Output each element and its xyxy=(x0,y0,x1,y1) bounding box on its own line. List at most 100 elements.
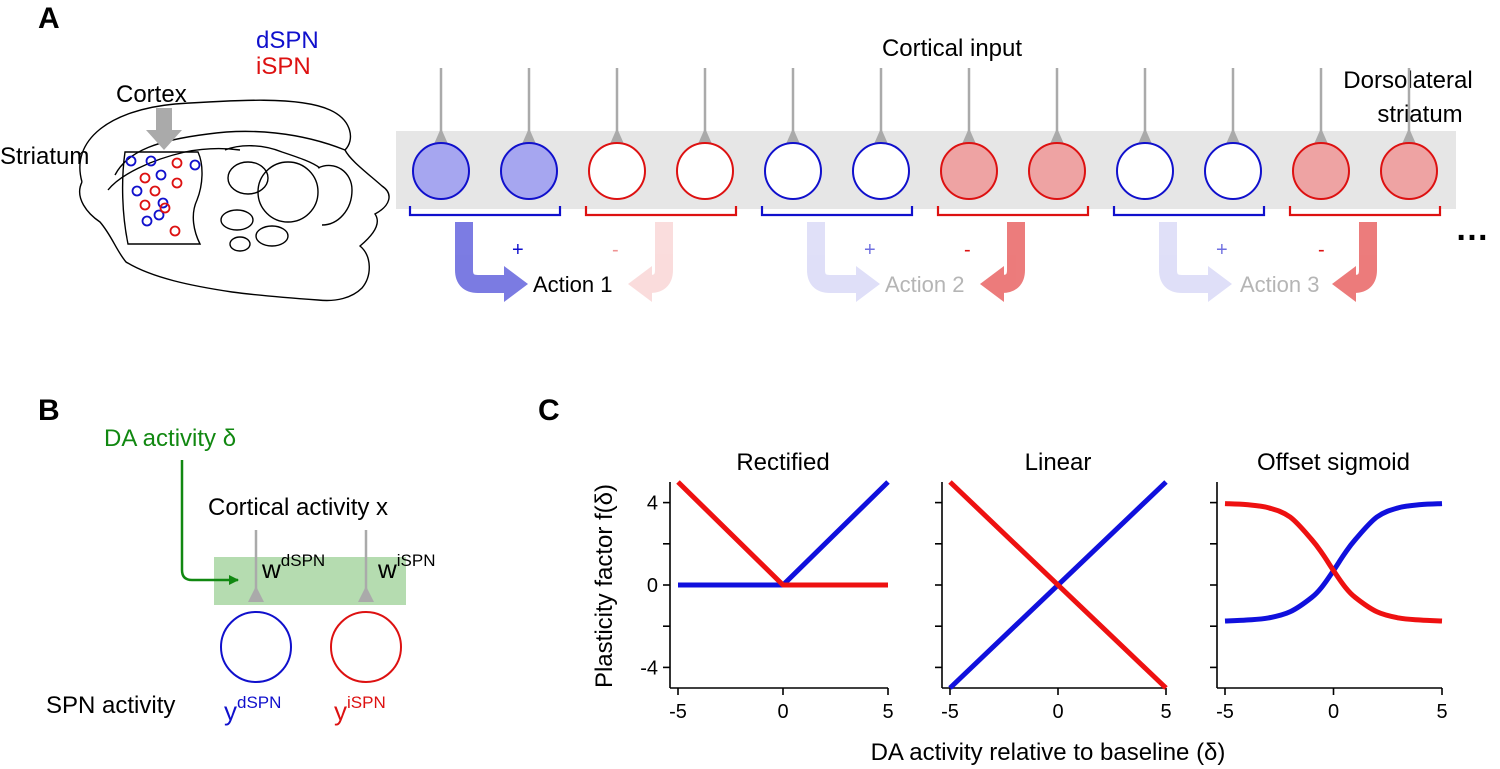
ispn-neuron xyxy=(1380,142,1438,200)
direct-pathway-arrow xyxy=(807,222,880,302)
da-projection-arrow xyxy=(180,460,239,585)
panel-b: B DA activity δ Cortical activity x wdSP… xyxy=(38,394,436,726)
synapse-terminal xyxy=(1402,128,1416,144)
synapse-terminal xyxy=(962,128,976,144)
panel-a-label: A xyxy=(38,2,60,35)
ispn-neuron xyxy=(330,611,402,683)
action-arrows: Action 1+-Action 2+-Action 3+- xyxy=(455,222,1377,302)
direct-pathway-arrow xyxy=(1159,222,1232,302)
indirect-pathway-arrow xyxy=(1332,222,1377,302)
y-tick-label: 4 xyxy=(647,493,658,515)
synapse-terminal xyxy=(874,128,888,144)
dspn-neuron xyxy=(500,142,558,200)
ispn-group-bracket xyxy=(1288,206,1442,217)
x-axis-label: DA activity relative to baseline (δ) xyxy=(871,739,1226,766)
cortex-down-arrow xyxy=(146,108,182,150)
dspn-neuron xyxy=(1116,142,1174,200)
striatum-band xyxy=(396,131,1456,209)
synapse-terminal xyxy=(1226,128,1240,144)
x-tick-label: 5 xyxy=(882,701,893,723)
striatum-dots xyxy=(125,155,201,237)
panel-a: A dSPN iSPN Cortex Striatum xyxy=(0,2,1489,302)
dspn-group-bracket xyxy=(760,206,914,217)
x-tick-label: -5 xyxy=(941,701,959,723)
red-series-line xyxy=(676,480,888,588)
dspn-neuron xyxy=(1204,142,1262,200)
synapse-terminal xyxy=(1138,128,1152,144)
chart-title: Rectified xyxy=(736,449,829,476)
weight-dspn: wdSPN xyxy=(261,551,325,584)
x-tick-label: 0 xyxy=(777,701,788,723)
synapse-terminal xyxy=(1050,128,1064,144)
cortical-activity-label: Cortical activity x xyxy=(208,494,388,521)
y-tick-label: -4 xyxy=(640,657,658,679)
minus-sign: - xyxy=(1318,239,1325,261)
synapse-terminal xyxy=(610,128,624,144)
dspn-group-bracket xyxy=(408,206,562,217)
panel-b-label: B xyxy=(38,394,60,427)
dspn-neuron xyxy=(764,142,822,200)
action-label: Action 1 xyxy=(533,272,613,297)
x-tick-label: 0 xyxy=(1052,701,1063,723)
legend-ispn: iSPN xyxy=(256,53,311,80)
ispn-neuron xyxy=(1292,142,1350,200)
plus-sign: + xyxy=(864,239,876,261)
dspn-neuron xyxy=(412,142,470,200)
spn-activity-label: SPN activity xyxy=(46,692,175,719)
panel-c-label: C xyxy=(538,394,560,427)
cortex-label: Cortex xyxy=(116,81,187,108)
ispn-group-bracket xyxy=(584,206,738,217)
synapse-terminal-2 xyxy=(358,586,374,602)
dspn-neuron xyxy=(220,611,292,683)
red-series-line xyxy=(1224,501,1443,624)
weight-ispn: wiSPN xyxy=(377,551,436,584)
chart-1: Rectified -5 0 5 -4 0 4 xyxy=(640,449,893,723)
blue-series-line xyxy=(678,480,890,588)
x-tick-label: 5 xyxy=(1160,701,1171,723)
x-tick-label: 5 xyxy=(1436,701,1447,723)
minus-sign: - xyxy=(964,239,971,261)
dspn-neuron xyxy=(852,142,910,200)
blue-series-line xyxy=(1224,501,1443,624)
panel-c: C Plasticity factor f(δ) DA activity rel… xyxy=(538,394,1448,766)
ispn-group-bracket xyxy=(936,206,1090,217)
chart-title: Offset sigmoid xyxy=(1257,449,1410,476)
synapse-terminal xyxy=(522,128,536,144)
x-tick-label: -5 xyxy=(669,701,687,723)
ispn-neuron xyxy=(676,142,734,200)
action-label: Action 2 xyxy=(885,272,965,297)
dspn-group-bracket xyxy=(1112,206,1266,217)
chart-2: Linear -5 0 5 xyxy=(935,449,1172,723)
brain-outline xyxy=(79,99,390,302)
legend-dspn: dSPN xyxy=(256,27,319,54)
synapse-band xyxy=(214,557,406,605)
ispn-neuron xyxy=(588,142,646,200)
region-label-line2: striatum xyxy=(1377,101,1462,128)
indirect-pathway-arrow xyxy=(628,222,673,302)
striatum-label: Striatum xyxy=(0,143,89,170)
synapse-terminal xyxy=(434,128,448,144)
output-ispn: yiSPN xyxy=(334,693,386,726)
y-axis-label: Plasticity factor f(δ) xyxy=(591,484,618,688)
y-tick-label: 0 xyxy=(647,575,658,597)
cortical-input-label: Cortical input xyxy=(882,35,1022,62)
neuron-row xyxy=(408,68,1442,217)
indirect-pathway-arrow xyxy=(980,222,1025,302)
chart-title: Linear xyxy=(1025,449,1092,476)
red-series-line xyxy=(948,480,1168,690)
action-label: Action 3 xyxy=(1240,272,1320,297)
plus-sign: + xyxy=(1216,239,1228,261)
da-activity-label: DA activity δ xyxy=(104,425,236,452)
direct-pathway-arrow xyxy=(455,222,528,302)
synapse-terminal xyxy=(698,128,712,144)
ispn-neuron xyxy=(940,142,998,200)
plus-sign: + xyxy=(512,239,524,261)
ellipsis: … xyxy=(1455,210,1489,248)
chart-3: Offset sigmoid -5 0 5 xyxy=(1210,449,1448,723)
x-tick-label: 0 xyxy=(1328,701,1339,723)
ispn-neuron xyxy=(1028,142,1086,200)
output-dspn: ydSPN xyxy=(224,693,281,726)
x-tick-label: -5 xyxy=(1216,701,1234,723)
